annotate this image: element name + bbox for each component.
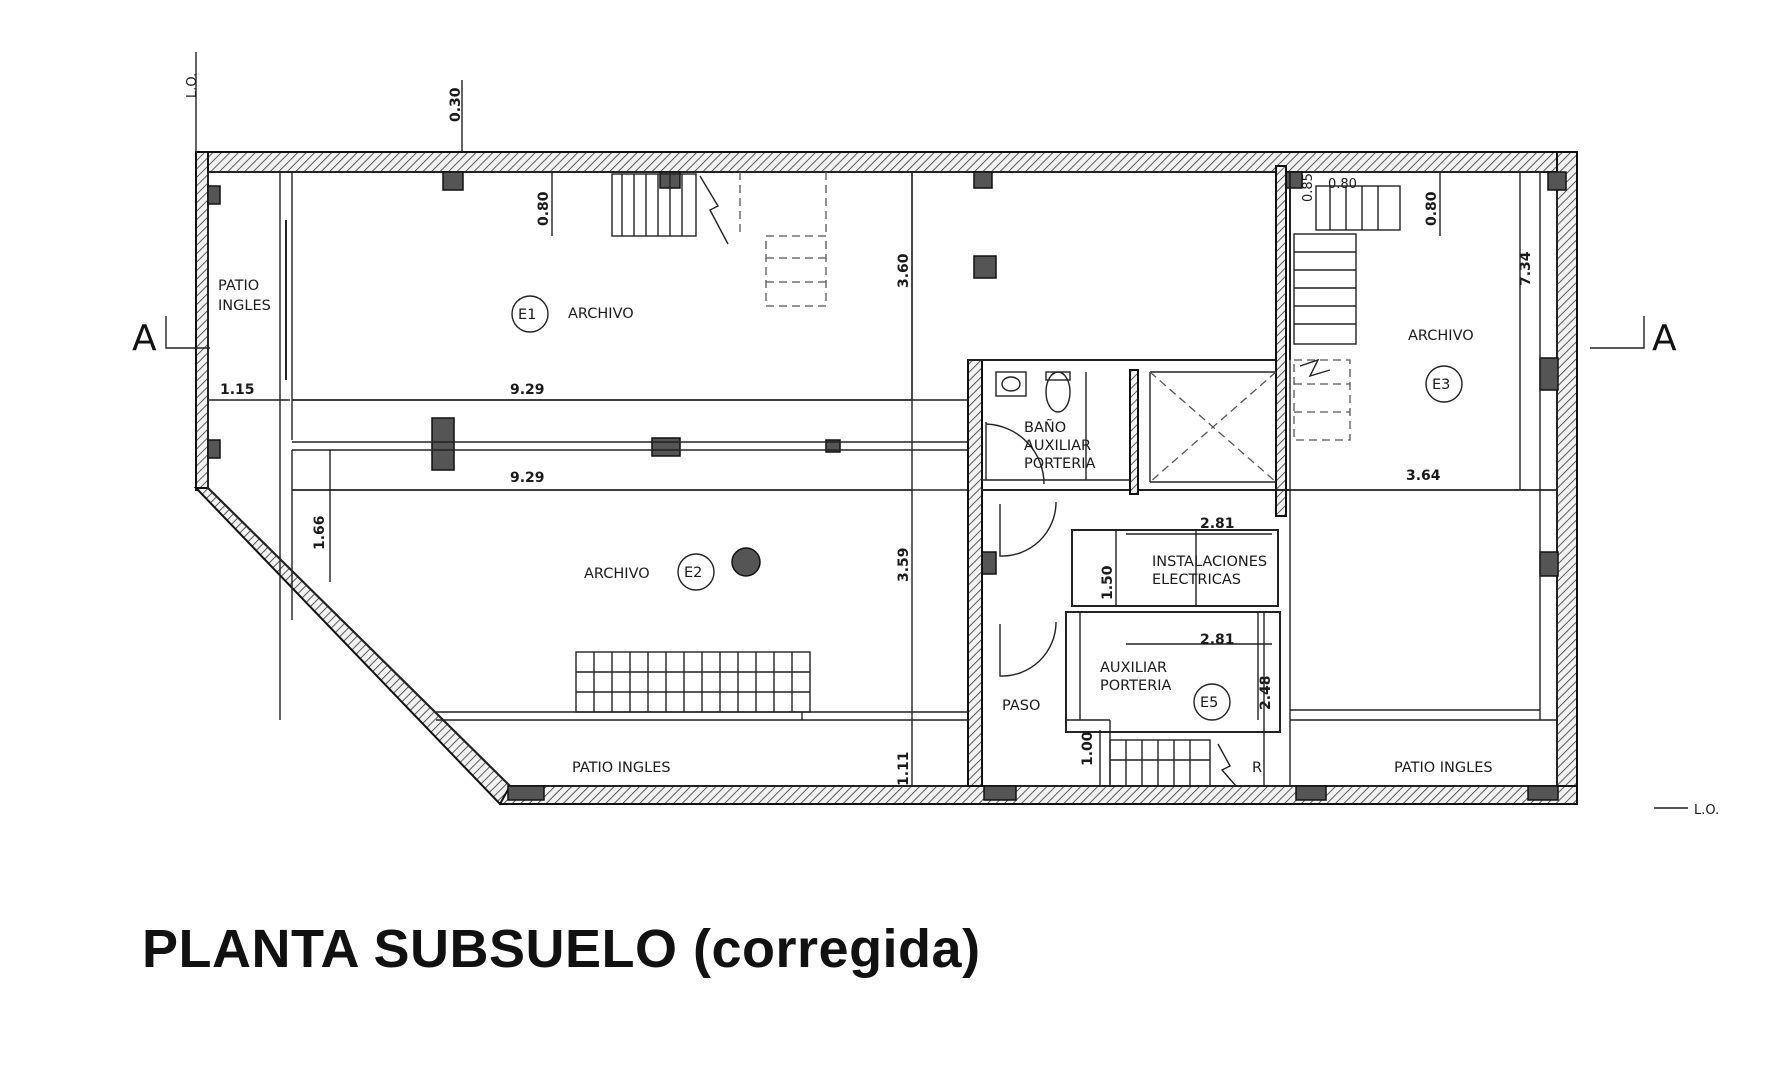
lo-top-label: L.O. — [185, 73, 200, 98]
stair-r-label: R — [1252, 760, 1262, 776]
dim-e2-side: 1.66 — [312, 515, 328, 550]
instalaciones-label-1: INSTALACIONES — [1152, 554, 1267, 570]
dim-e3-top-c: 0.80 — [1328, 177, 1357, 192]
paso-label: PASO — [1002, 698, 1040, 714]
room-e5-name-1: AUXILIAR — [1100, 660, 1167, 676]
dim-aux-width: 2.81 — [1200, 632, 1235, 648]
room-e1-name: ARCHIVO — [568, 306, 634, 322]
section-mark-right: A — [1590, 316, 1677, 359]
interior-walls — [279, 165, 1557, 787]
dim-e3-top-b: 0.85 — [1301, 173, 1316, 202]
section-mark-left: A — [132, 316, 210, 359]
dim-aux-height: 2.48 — [1258, 675, 1274, 710]
dim-e3-width: 3.64 — [1406, 468, 1441, 484]
room-tag-circle — [1425, 365, 1463, 403]
doors — [985, 422, 1057, 677]
dim-patio-width: 1.15 — [220, 382, 255, 398]
room-e3: E3 ARCHIVO — [1408, 328, 1474, 403]
columns — [207, 171, 1567, 801]
dimension-lines — [195, 52, 1688, 809]
room-tag-circle — [511, 295, 549, 333]
room-tag-circle — [1193, 683, 1231, 721]
patio-bottom-label: PATIO INGLES — [572, 760, 671, 776]
room-e5-name-2: PORTERIA — [1100, 678, 1172, 694]
instalaciones-label-2: ELECTRICAS — [1152, 572, 1241, 588]
dim-e3-top-a: 0.80 — [1424, 191, 1440, 226]
stairs-e1 — [611, 172, 827, 307]
outer-walls — [193, 151, 1578, 806]
patio-bottom-right-label: PATIO INGLES — [1394, 760, 1493, 776]
patio-left-label-1: PATIO — [218, 278, 259, 294]
dim-e3-height: 7.34 — [1518, 251, 1534, 286]
room-e5-tag: E5 — [1200, 695, 1218, 711]
plan-title: PLANTA SUBSUELO (corregida) — [142, 919, 981, 979]
room-e3-name: ARCHIVO — [1408, 328, 1474, 344]
dim-inst-height: 1.50 — [1100, 565, 1116, 600]
room-e3-tag: E3 — [1432, 377, 1450, 393]
room-e1: E1 ARCHIVO — [511, 295, 634, 333]
dim-e2-width: 9.29 — [510, 470, 545, 486]
bathroom-fixtures — [995, 371, 1071, 413]
room-e1-tag: E1 — [518, 307, 536, 323]
dim-e1-top: 0.80 — [536, 191, 552, 226]
patio-left-label-2: INGLES — [218, 298, 271, 314]
bano-label-3: PORTERIA — [1024, 456, 1096, 472]
lo-bottom-label: L.O. — [1694, 803, 1719, 818]
room-e5: E5 AUXILIAR PORTERIA — [1100, 660, 1231, 721]
dim-e1-width: 9.29 — [510, 382, 545, 398]
dim-e2-height: 3.59 — [896, 547, 912, 582]
room-tag-circle — [677, 553, 715, 591]
bano-label-1: BAÑO — [1024, 419, 1066, 436]
dim-inst-width: 2.81 — [1200, 516, 1235, 532]
room-e2: E2 ARCHIVO — [584, 553, 715, 591]
stairs-e5 — [1109, 739, 1237, 787]
room-e2-name: ARCHIVO — [584, 566, 650, 582]
dim-paso-step: 1.00 — [1080, 731, 1096, 766]
dim-patio-bottom-depth: 1.11 — [896, 751, 912, 786]
section-right-label: A — [1652, 318, 1677, 359]
dim-top-offset: 0.30 — [448, 87, 464, 122]
stairs-e2 — [575, 651, 811, 713]
stairs-e3 — [1293, 185, 1401, 441]
section-left-label: A — [132, 318, 157, 359]
dim-e1-height: 3.60 — [896, 253, 912, 288]
room-e2-tag: E2 — [684, 565, 702, 581]
bano-label-2: AUXILIAR — [1024, 438, 1091, 454]
